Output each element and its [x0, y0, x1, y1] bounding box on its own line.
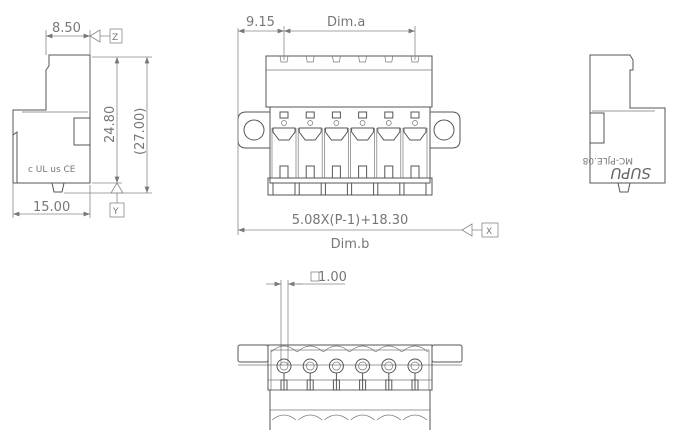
screw-terminal-1 — [270, 345, 298, 421]
dim-a-label: Dim.a — [327, 15, 365, 30]
dim-27-00: (27.00) — [133, 108, 148, 155]
model-mark: MC-PJLE.08 — [582, 155, 633, 165]
pitch-formula: 5.08X(P-1)+18.30 — [292, 213, 409, 228]
screw-terminal-4 — [349, 345, 376, 421]
pole-5 — [376, 55, 402, 196]
dim-24-80: 24.80 — [103, 106, 118, 143]
screw-terminal-6 — [401, 345, 429, 421]
bottom-view: 1.00 — [237, 270, 463, 430]
pole-4 — [350, 55, 375, 196]
axis-x-label: X — [486, 227, 492, 237]
pole-1 — [271, 55, 297, 196]
cert-marks: c UL us CE — [28, 165, 76, 175]
dim-b-label: Dim.b — [331, 237, 370, 252]
screw-terminal-5 — [375, 345, 403, 421]
dim-8-50: 8.50 — [52, 21, 81, 36]
left-side-view: c UL us CE 8.50 Z 24.80 (27.00) Y 15.00 — [12, 21, 152, 218]
dim-15-00: 15.00 — [33, 200, 70, 215]
pole-3 — [324, 55, 349, 196]
dim-1-00: 1.00 — [318, 270, 347, 285]
front-view: 9.15 Dim.a 5.08X(P-1)+18.30 X Dim.b — [237, 15, 499, 252]
dim-9-15: 9.15 — [246, 15, 275, 30]
screw-terminal-3 — [323, 345, 350, 421]
pole-6 — [402, 55, 428, 196]
screw-terminal-2 — [296, 345, 324, 421]
right-side-view: MC-PJLE.08 SUPU — [582, 54, 666, 193]
supu-logo: SUPU — [610, 164, 651, 182]
pole-2 — [297, 55, 323, 196]
axis-y-label: Y — [112, 207, 119, 217]
axis-z-label: Z — [112, 33, 118, 43]
